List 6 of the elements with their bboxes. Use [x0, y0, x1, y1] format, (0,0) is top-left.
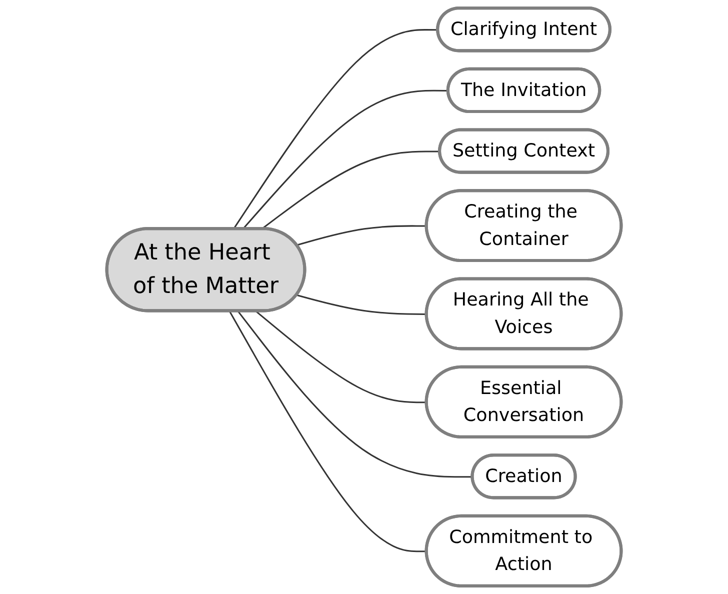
connector [255, 310, 427, 404]
connector [296, 294, 427, 315]
connector [237, 310, 473, 478]
connector [296, 225, 427, 246]
connector [232, 29, 438, 230]
connector [228, 310, 427, 552]
